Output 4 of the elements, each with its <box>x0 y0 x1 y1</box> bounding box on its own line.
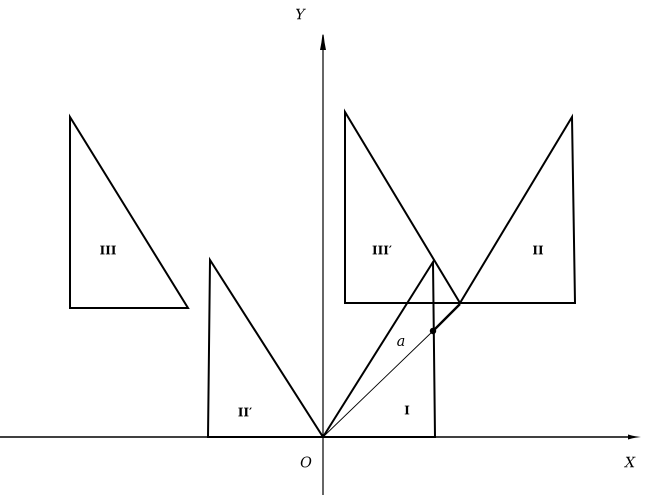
axis-label: a <box>397 338 404 346</box>
axis-label: O <box>300 456 312 468</box>
axis-label: X <box>624 456 636 468</box>
axis-label: Y <box>296 8 306 20</box>
